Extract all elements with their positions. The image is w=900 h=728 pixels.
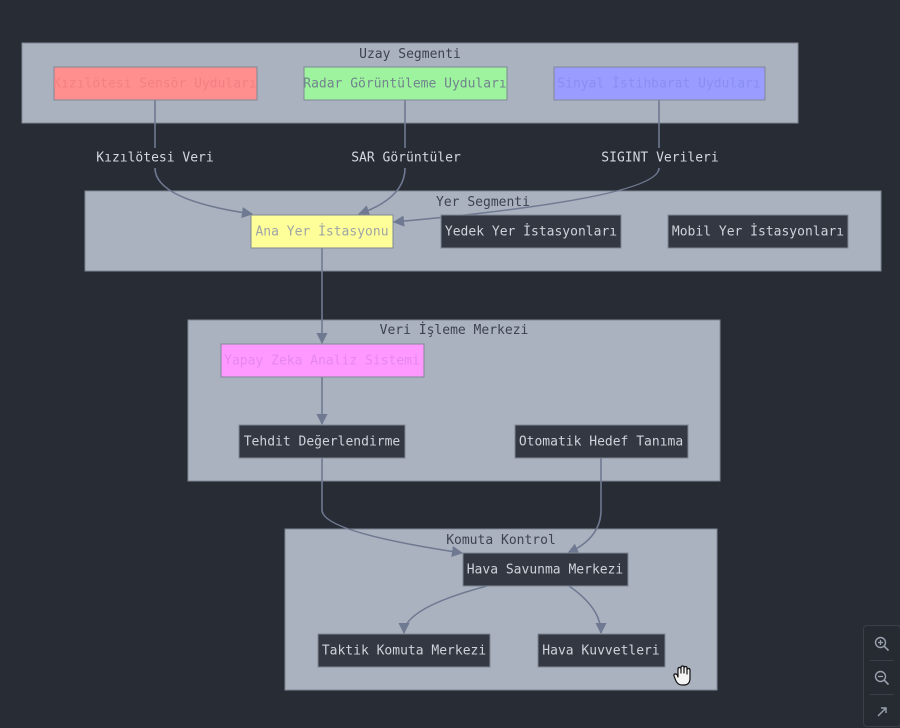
cluster-title-command: Komuta Kontrol	[446, 533, 556, 548]
edge-label-ir: Kızılötesi Veri	[95, 148, 215, 168]
node-backup-ground-stations-label: Yedek Yer İstasyonları	[445, 224, 617, 240]
node-ir-satellites-label: Kızılötesi Sensör Uyduları	[53, 77, 257, 92]
expand-icon	[877, 707, 887, 717]
node-air-defense-center[interactable]: Hava Savunma Merkezi	[462, 552, 629, 587]
edge-label-sar: SAR Görüntüler	[350, 148, 462, 168]
node-main-ground-station-label: Ana Yer İstasyonu	[255, 224, 388, 240]
edge-target-to-defense	[566, 458, 602, 554]
zoom-in-icon	[874, 636, 890, 652]
node-backup-ground-stations[interactable]: Yedek Yer İstasyonları	[440, 214, 622, 249]
node-ir-satellites[interactable]: Kızılötesi Sensör Uyduları	[53, 66, 258, 101]
node-tactical-command-label: Taktik Komuta Merkezi	[322, 644, 486, 659]
cluster-title-ground: Yer Segmenti	[436, 195, 530, 210]
node-threat-evaluation-label: Tehdit Değerlendirme	[244, 435, 401, 450]
node-air-defense-center-label: Hava Savunma Merkezi	[467, 563, 624, 578]
edge-label-sigint-text: SIGINT Verileri	[601, 151, 718, 166]
node-mobile-ground-stations[interactable]: Mobil Yer İstasyonları	[667, 214, 849, 249]
node-ai-analysis-system[interactable]: Yapay Zeka Analiz Sistemi	[220, 343, 425, 378]
node-main-ground-station[interactable]: Ana Yer İstasyonu	[250, 214, 394, 249]
zoom-divider	[870, 694, 894, 695]
edge-defense-to-airforce	[568, 585, 607, 635]
edge-label-ir-text: Kızılötesi Veri	[96, 151, 213, 166]
edge-ir-to-main	[154, 100, 254, 219]
edge-label-sigint: SIGINT Verileri	[600, 148, 720, 168]
node-sigint-satellites-label: Sinyal İstihbarat Uyduları	[557, 76, 761, 92]
node-tactical-command[interactable]: Taktik Komuta Merkezi	[317, 633, 491, 668]
node-air-force[interactable]: Hava Kuvvetleri	[537, 633, 666, 668]
edge-radar-to-main	[357, 100, 406, 216]
edge-threat-to-defense	[321, 458, 464, 558]
node-air-force-label: Hava Kuvvetleri	[542, 644, 659, 659]
node-radar-satellites-label: Radar Görüntüleme Uyduları	[303, 77, 507, 92]
node-radar-satellites[interactable]: Radar Görüntüleme Uyduları	[303, 66, 508, 101]
zoom-in-button[interactable]	[864, 628, 900, 660]
node-threat-evaluation[interactable]: Tehdit Değerlendirme	[238, 424, 406, 459]
node-mobile-ground-stations-label: Mobil Yer İstasyonları	[672, 224, 844, 240]
hand-cursor-icon	[673, 665, 691, 686]
expand-button[interactable]	[864, 696, 900, 728]
node-auto-target-recognition-label: Otomatik Hedef Tanıma	[519, 435, 683, 450]
edge-defense-to-tactical	[398, 585, 488, 635]
zoom-divider	[870, 660, 894, 661]
zoom-out-icon	[874, 670, 890, 686]
node-ai-analysis-system-label: Yapay Zeka Analiz Sistemi	[224, 354, 420, 369]
cluster-title-space: Uzay Segmenti	[359, 47, 461, 62]
node-auto-target-recognition[interactable]: Otomatik Hedef Tanıma	[514, 424, 689, 459]
zoom-out-button[interactable]	[864, 662, 900, 694]
zoom-controls	[863, 625, 900, 727]
edge-label-sar-text: SAR Görüntüler	[351, 151, 461, 166]
cluster-title-processing: Veri İşleme Merkezi	[380, 322, 529, 338]
node-sigint-satellites[interactable]: Sinyal İstihbarat Uyduları	[553, 66, 766, 101]
